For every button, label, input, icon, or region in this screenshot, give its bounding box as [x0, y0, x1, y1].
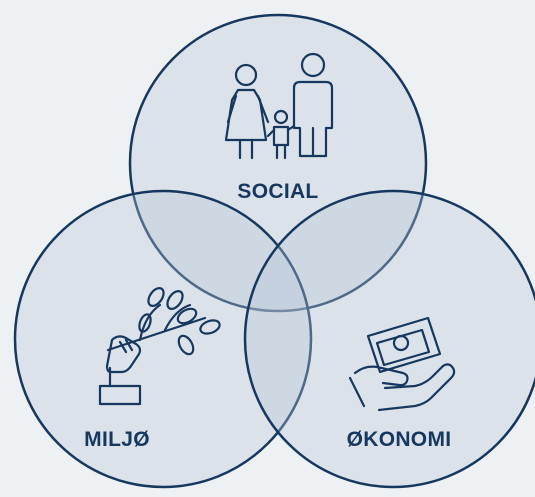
hand-plant-icon [98, 287, 221, 406]
circle-miljo [13, 189, 313, 489]
circle-social [128, 13, 428, 313]
family-icon [224, 52, 334, 160]
hand-money-icon [348, 316, 456, 412]
miljo-label: MILJØ [84, 428, 150, 451]
okonomi-label: ØKONOMI [347, 428, 452, 451]
social-label: SOCIAL [237, 180, 318, 203]
